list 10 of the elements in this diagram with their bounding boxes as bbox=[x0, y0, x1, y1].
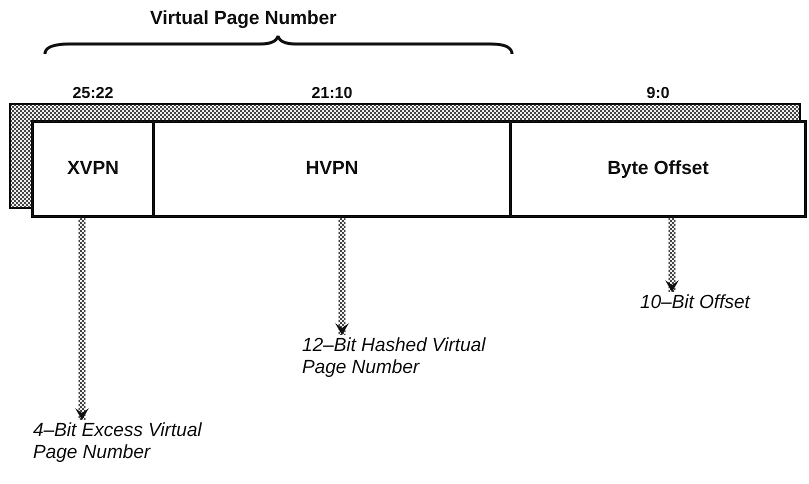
output-description: 10–Bit Offset bbox=[640, 292, 800, 318]
field-label: HVPN bbox=[306, 158, 358, 180]
bracket-label: Virtual Page Number bbox=[150, 8, 337, 30]
output-description: 12–Bit Hashed Virtual Page Number bbox=[302, 335, 517, 385]
bit-range-label: 9:0 bbox=[646, 85, 670, 103]
bit-range-label: 25:22 bbox=[72, 85, 114, 103]
field-label: Byte Offset bbox=[607, 158, 709, 180]
field-label: XVPN bbox=[67, 158, 119, 180]
output-description: 4–Bit Excess Virtual Page Number bbox=[33, 420, 248, 470]
bit-range-label: 21:10 bbox=[312, 85, 352, 103]
